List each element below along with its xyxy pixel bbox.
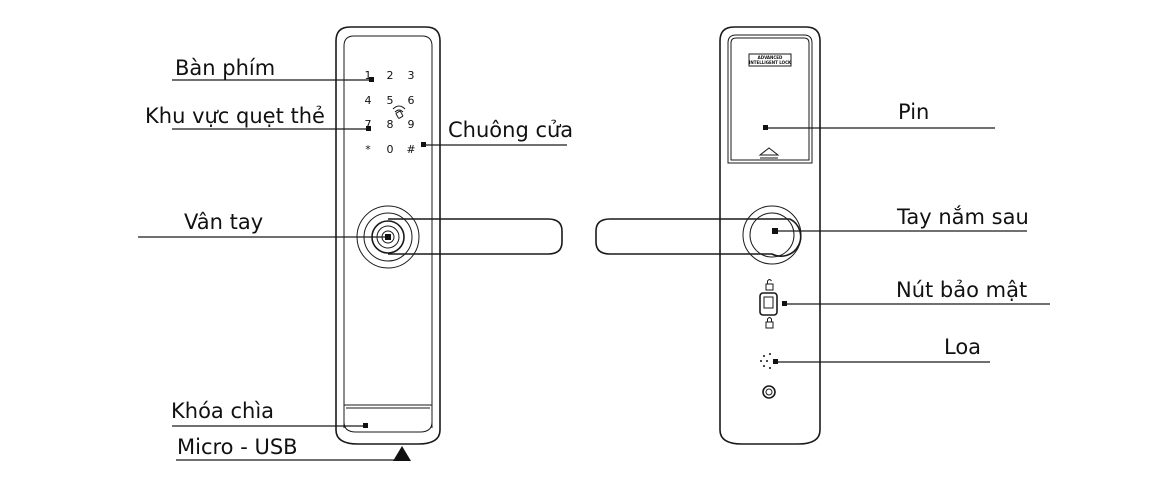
label-battery: Pin <box>898 100 929 124</box>
callout-battery: Pin <box>763 100 995 130</box>
rear-round-button <box>762 385 776 399</box>
front-panel-inner <box>354 35 433 428</box>
label-rear-handle: Tay nắm sau <box>896 205 1029 229</box>
key-5: 5 <box>387 94 394 107</box>
key-6: 6 <box>408 94 415 107</box>
rear-rosette-outer <box>742 205 802 265</box>
front-panel-body <box>335 26 441 445</box>
brand-line-2: INTELLIGENT LOCK <box>749 60 792 65</box>
keypad: 1 2 3 4 5 6 7 8 9 * 0 # <box>365 69 416 156</box>
card-icon <box>392 105 406 119</box>
callout-rear-handle: Tay nắm sau <box>772 205 1029 234</box>
callout-card-area: Khu vực quẹt thẻ <box>145 104 371 131</box>
callout-speaker: Loa <box>773 335 990 364</box>
lock-icon <box>765 317 774 329</box>
callout-micro-usb: Micro - USB <box>176 435 396 461</box>
label-key-lock: Khóa chìa <box>171 399 274 423</box>
label-micro-usb: Micro - USB <box>177 435 298 459</box>
label-keypad: Bàn phím <box>175 56 275 80</box>
callout-key-lock: Khóa chìa <box>171 399 368 428</box>
label-privacy-button: Nút bảo mật <box>896 278 1027 302</box>
rear-panel-body <box>719 26 821 445</box>
callout-fingerprint: Vân tay <box>138 210 391 240</box>
label-speaker: Loa <box>944 335 981 359</box>
callout-privacy-button: Nút bảo mật <box>782 278 1050 306</box>
callout-keypad: Bàn phím <box>172 56 374 82</box>
key-0: 0 <box>387 143 394 156</box>
battery-cover <box>727 34 813 164</box>
label-doorbell: Chuông cửa <box>448 118 573 142</box>
micro-usb-port-marker <box>393 446 411 461</box>
key-4: 4 <box>365 94 372 107</box>
brand-plate: ADVANCED INTELLIGENT LOCK <box>748 53 792 67</box>
brand-line-1: ADVANCED <box>758 55 783 60</box>
rear-lever <box>595 218 802 257</box>
speaker-grille <box>760 353 771 369</box>
label-fingerprint: Vân tay <box>184 210 263 234</box>
front-key-cover <box>343 404 433 433</box>
rear-handle <box>595 205 802 265</box>
key-2: 2 <box>387 69 394 82</box>
rear-rosette-inner <box>749 212 795 258</box>
front-lever <box>388 218 563 255</box>
unlock-icon <box>765 279 774 291</box>
key-3: 3 <box>408 69 415 82</box>
key-8: 8 <box>387 118 394 131</box>
key-1: 1 <box>365 69 372 82</box>
rear-lock-panel: ADVANCED INTELLIGENT LOCK <box>595 26 821 445</box>
eject-icon <box>758 147 780 159</box>
label-card-area: Khu vực quẹt thẻ <box>145 104 325 128</box>
key-star: * <box>365 143 371 156</box>
key-hash: # <box>406 143 415 156</box>
key-7: 7 <box>365 118 372 131</box>
privacy-switch <box>759 279 778 329</box>
front-lock-panel: 1 2 3 4 5 6 7 8 9 * 0 # <box>335 26 563 461</box>
callout-doorbell: Chuông cửa <box>421 118 573 147</box>
key-9: 9 <box>408 118 415 131</box>
